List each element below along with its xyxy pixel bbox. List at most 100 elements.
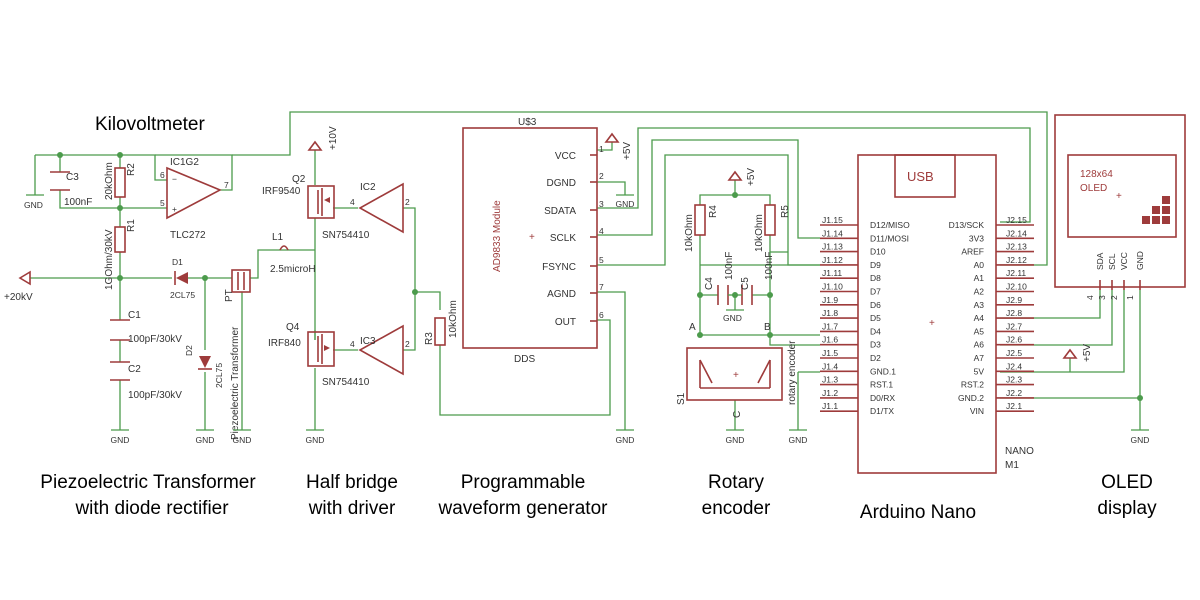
capacitor-c5: C5 100nF (735, 252, 775, 305)
ground-label: GND (233, 435, 252, 445)
oled-pin-label: VCC (1119, 252, 1129, 270)
svg-text:+: + (1116, 191, 1122, 202)
ic3-pin2: 2 (405, 339, 410, 349)
dds-pin-number: 7 (599, 282, 604, 292)
caption-waveform-1: Programmable (461, 472, 586, 493)
r1-label: R1 (126, 219, 137, 232)
nano-right-pin-id: J2.7 (1006, 321, 1022, 331)
dds-pin-label: SDATA (544, 206, 576, 217)
nano-right-pin-label: VIN (970, 406, 984, 416)
nano-left-pin-label: D6 (870, 300, 881, 310)
nano-right-pin-label: A6 (974, 340, 985, 350)
r2-label: R2 (126, 163, 137, 176)
nano-left-pin-id: J1.5 (822, 348, 838, 358)
nano-right-pin-label: RST.2 (961, 380, 984, 390)
supply-10v: +10V (307, 126, 339, 151)
supply-5v-dds: +5V (604, 132, 633, 160)
nano-left-pin-label: D2 (870, 353, 881, 363)
ground-c3: GND (24, 194, 44, 210)
caption-waveform-2: waveform generator (438, 498, 609, 519)
l1-value: 2.5microH (270, 264, 316, 275)
oled-pin-number: 4 (1085, 295, 1095, 300)
nano-right-pin-id: J2.5 (1006, 348, 1022, 358)
q2-part: IRF9540 (262, 186, 301, 197)
oled-pin-label: SDA (1095, 252, 1105, 270)
r3-value: 10kOhm (448, 300, 459, 338)
nano-right-pin-id: J2.1 (1006, 401, 1022, 411)
r4-value: 10kOhm (684, 214, 695, 252)
ground-label: GND (111, 435, 130, 445)
nano-right-pin-label: A5 (974, 326, 985, 336)
resistor-r5: R5 10kOhm (754, 204, 791, 252)
svg-text:+: + (929, 318, 935, 329)
c4-label: C4 (704, 277, 715, 290)
ground-label: GND (616, 199, 635, 209)
caption-piezo-2: with diode rectifier (74, 498, 229, 519)
junctions (57, 152, 1143, 401)
nano-left-pin-id: J1.13 (822, 242, 843, 252)
nano-left-pin-id: J1.11 (822, 268, 842, 278)
supply-5v-oled-label: +5V (1082, 344, 1093, 362)
oled-pin-number: 3 (1097, 295, 1107, 300)
nano-left-pin-id: J1.9 (822, 295, 838, 305)
nano-right-pin-id: J2.3 (1006, 375, 1022, 385)
mosfet-q4: Q4 IRF840 (268, 322, 335, 367)
supply-5v-encoder: +5V (727, 168, 757, 186)
capacitor-c2: C2 100pF/30kV (110, 361, 182, 401)
nano-right-pin-id: J2.13 (1006, 242, 1027, 252)
ic2-label: IC2 (360, 182, 376, 193)
capacitor-c4: C4 100nF (704, 252, 735, 305)
s1-label: S1 (676, 392, 687, 405)
supply-5v-oled: +5V (1062, 344, 1093, 362)
c2-label: C2 (128, 364, 141, 375)
source-20kv-label: +20kV (4, 292, 33, 303)
c3-label: C3 (66, 172, 79, 183)
nano-left-pin-label: D9 (870, 260, 881, 270)
ic2-pin4: 4 (350, 197, 355, 207)
ic3-pin4: 4 (350, 339, 355, 349)
svg-text:−: − (172, 174, 177, 184)
nano-right-pin-id: J2.15 (1006, 215, 1027, 225)
encoder-pin-a: A (689, 322, 696, 333)
ic3-part: SN754410 (322, 377, 370, 388)
r1-value: 1GOhm/30kV (104, 229, 115, 290)
d1-label: D1 (172, 257, 183, 267)
ground-label: GND (726, 435, 745, 445)
ic2-pin2: 2 (405, 197, 410, 207)
nano-right-pin-id: J2.11 (1006, 268, 1026, 278)
caption-piezo-1: Piezoelectric Transformer (40, 472, 256, 493)
nano-right-pin-label: A7 (974, 353, 985, 363)
piezo-transformer-pt: PT Piezoelectric Transformer (224, 269, 251, 440)
nano-left-pin-id: J1.8 (822, 308, 838, 318)
nano-right-pin-label: A4 (974, 313, 985, 323)
q2-label: Q2 (292, 174, 306, 185)
nano-left-pin-id: J1.6 (822, 335, 838, 345)
supply-5v-encoder-label: +5V (746, 168, 757, 186)
nano-left-pin-id: J1.12 (822, 255, 843, 265)
nano-left-pin-id: J1.3 (822, 375, 838, 385)
l1-label: L1 (272, 232, 284, 243)
oled-pixel-logo (1142, 196, 1170, 224)
oled-name: OLED (1080, 183, 1107, 194)
dds-pin-label: DGND (547, 178, 576, 189)
m1-label: M1 (1005, 460, 1019, 471)
c5-label: C5 (740, 277, 751, 290)
nano-right-pin-label: 5V (974, 366, 985, 376)
dds-pin-number: 2 (599, 171, 604, 181)
svg-text:+: + (733, 370, 739, 381)
nano-right-pin-label: 3V3 (969, 233, 984, 243)
nano-right-pin-label: A2 (974, 287, 985, 297)
nano-left-pin-label: RST.1 (870, 380, 893, 390)
ic1-label: IC1G2 (170, 157, 199, 168)
nano-left-pin-label: D12/MISO (870, 220, 910, 230)
oled-pin-number: 2 (1109, 295, 1119, 300)
q4-label: Q4 (286, 322, 300, 333)
nano-left-pin-id: J1.15 (822, 215, 843, 225)
r5-value: 10kOhm (754, 214, 765, 252)
capacitor-c1: C1 100pF/30kV (110, 310, 182, 345)
nano-left-pin-label: D1/TX (870, 406, 894, 416)
resistor-r4: R4 10kOhm (684, 204, 719, 252)
